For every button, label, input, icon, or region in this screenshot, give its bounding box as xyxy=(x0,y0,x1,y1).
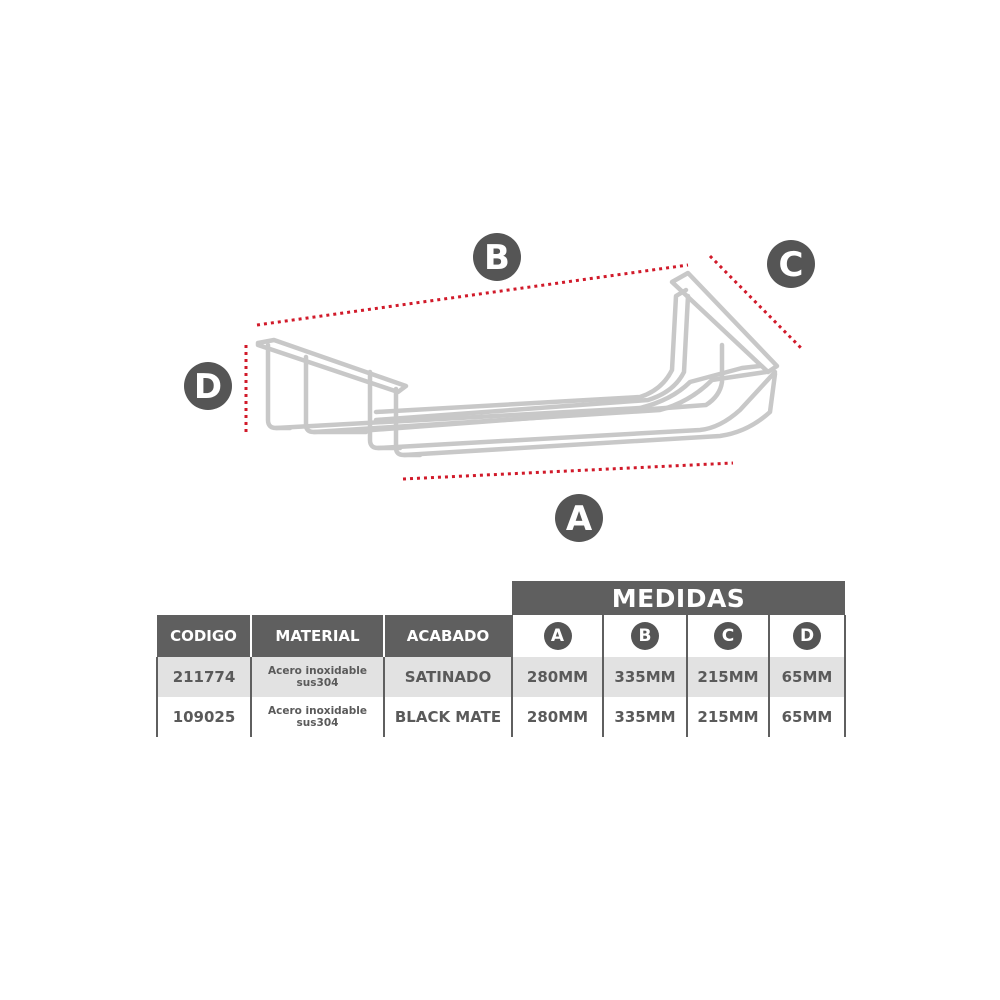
cell-codigo: 211774 xyxy=(156,657,251,697)
material-line2: sus304 xyxy=(296,677,339,689)
cell-codigo: 109025 xyxy=(156,697,251,737)
measure-c-badge: C xyxy=(714,622,742,650)
badge-c: C xyxy=(767,240,815,288)
measure-b-badge: B xyxy=(631,622,659,650)
dimension-line-c xyxy=(708,254,805,352)
dimension-line-b xyxy=(256,263,689,327)
header-measure-d: D xyxy=(768,615,846,657)
header-measure-b: B xyxy=(602,615,687,657)
badge-b-label: B xyxy=(484,238,510,278)
cell-measure-d: 65MM xyxy=(768,697,846,737)
material-line1: Acero inoxidable xyxy=(267,665,368,677)
header-acabado: ACABADO xyxy=(384,615,512,657)
badge-c-label: C xyxy=(779,245,804,285)
badge-a: A xyxy=(555,494,603,542)
specifications-table: MEDIDAS CODIGO MATERIAL ACABADO A B C D … xyxy=(156,581,846,737)
cell-acabado: SATINADO xyxy=(383,657,512,697)
cell-measure-d: 65MM xyxy=(768,657,846,697)
badge-d-label: D xyxy=(194,367,222,407)
table-header-row: CODIGO MATERIAL ACABADO A B C D xyxy=(157,615,846,657)
dimension-line-a xyxy=(402,461,734,481)
measure-a-badge: A xyxy=(543,622,572,650)
measure-d-badge: D xyxy=(793,622,821,650)
header-material: MATERIAL xyxy=(251,615,385,657)
badge-a-label: A xyxy=(566,499,593,539)
medidas-header: MEDIDAS xyxy=(512,581,845,615)
cell-measure-b: 335MM xyxy=(602,697,687,737)
cell-measure-a: 280MM xyxy=(511,657,603,697)
cell-measure-b: 335MM xyxy=(602,657,687,697)
glass-rack-illustration xyxy=(255,270,780,458)
table-group-header-row: MEDIDAS xyxy=(157,581,845,615)
material-line1: Acero inoxidable xyxy=(267,705,368,717)
badge-d: D xyxy=(184,362,232,410)
cell-acabado: BLACK MATE xyxy=(383,697,512,737)
header-codigo: CODIGO xyxy=(157,615,252,657)
cell-measure-c: 215MM xyxy=(686,657,769,697)
cell-measure-c: 215MM xyxy=(686,697,769,737)
header-measure-c: C xyxy=(686,615,769,657)
badge-b: B xyxy=(473,233,521,281)
material-line2: sus304 xyxy=(296,717,339,729)
product-diagram: B C D A xyxy=(184,233,815,542)
cell-measure-a: 280MM xyxy=(511,697,603,737)
header-measure-a: A xyxy=(511,615,603,657)
